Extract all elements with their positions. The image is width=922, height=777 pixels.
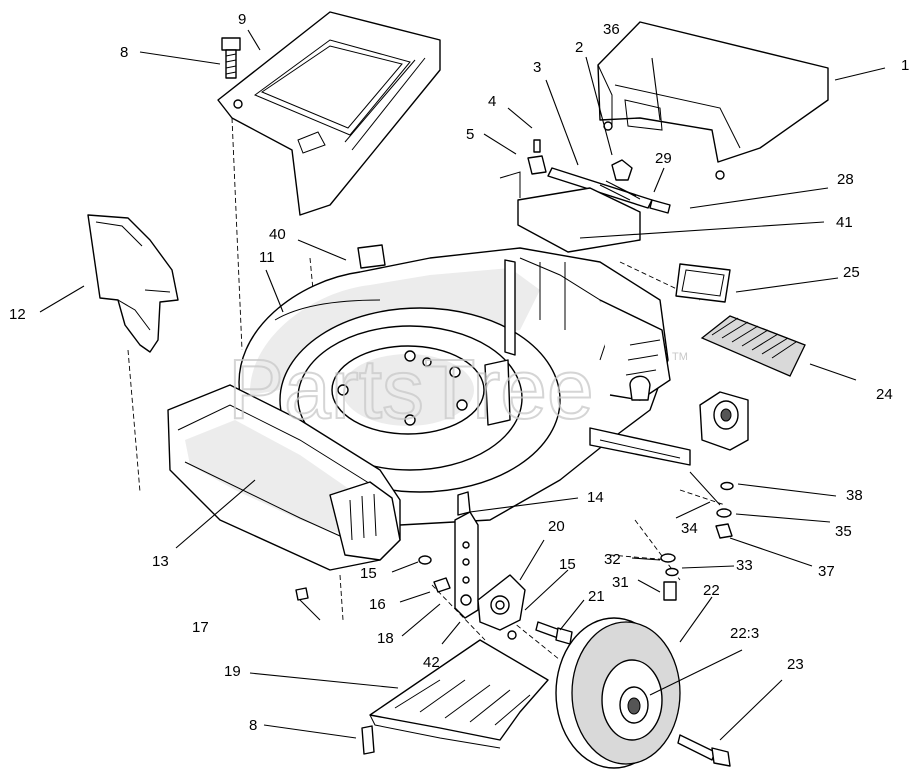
callout-31: 31 [612,574,629,591]
callout-11: 11 [259,249,275,266]
callout-18: 18 [377,630,394,647]
step-plate-part-24 [700,315,806,377]
callout-15-left: 15 [360,565,377,582]
pivot-arm-part-20 [477,574,526,640]
callout-28: 28 [837,171,854,188]
callout-33: 33 [736,557,753,574]
hinge-rod-assembly [527,139,671,214]
callout-3: 3 [533,59,541,76]
callout-17: 17 [192,619,209,636]
callout-14: 14 [587,489,604,506]
side-deflector-part-12 [87,214,179,353]
callout-8-bottom: 8 [249,717,257,734]
height-adjust-bracket [454,491,479,619]
wheel-part-22 [555,617,681,769]
callout-25: 25 [843,264,860,281]
callout-8-top: 8 [120,44,128,61]
callout-labels: 1 2 3 4 5 8 8 9 11 12 13 14 15 15 16 17 … [9,11,909,734]
partstree-watermark: PartsTree TM [227,341,688,437]
callout-23: 23 [787,656,804,673]
callout-22-3: 22:3 [730,625,759,642]
callout-32: 32 [604,551,621,568]
callout-36: 36 [603,21,620,38]
callout-37: 37 [818,563,835,580]
callout-1: 1 [901,57,909,74]
grip-pad-part-25 [675,263,731,303]
callout-5: 5 [466,126,474,143]
callout-34: 34 [681,520,698,537]
shield-plate-part-19 [369,639,549,749]
callout-40: 40 [269,226,286,243]
callout-22: 22 [703,582,720,599]
front-bumper-part-13 [167,384,401,571]
callout-13: 13 [152,553,169,570]
rear-flap-part-1 [597,21,829,180]
callout-38: 38 [846,487,863,504]
wheel-bolt-part-23 [677,734,731,767]
callout-41: 41 [836,214,853,231]
bearing-block [699,391,749,451]
grass-bag-part-9 [217,11,441,216]
svg-text:PartsTree: PartsTree [228,342,594,436]
callout-12: 12 [9,306,26,323]
callout-15-right: 15 [559,556,576,573]
callout-9: 9 [238,11,246,28]
callout-42: 42 [423,654,440,671]
grommet-part-40 [357,244,386,269]
callout-24: 24 [876,386,893,403]
callout-21: 21 [588,588,605,605]
callout-4: 4 [488,93,496,110]
callout-29: 29 [655,150,672,167]
small-hardware [295,481,734,645]
callout-20: 20 [548,518,565,535]
callout-16: 16 [369,596,386,613]
callout-2: 2 [575,39,583,56]
axle-bar-part-34 [589,427,721,506]
rear-baffle-part-41 [499,171,641,253]
callout-19: 19 [224,663,241,680]
leader-lines [39,29,886,741]
bolt-part-8-top [221,37,241,79]
bolt-part-8-bottom [361,725,375,755]
svg-text:TM: TM [672,351,688,363]
callout-35: 35 [835,523,852,540]
